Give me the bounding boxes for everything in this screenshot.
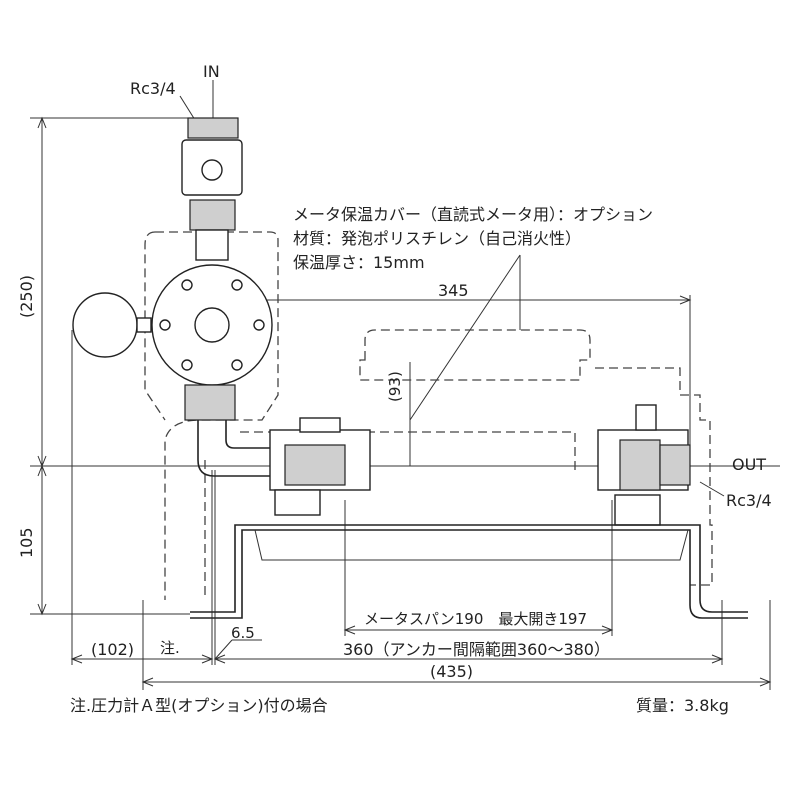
base-plate	[190, 524, 748, 619]
left-connector	[269, 417, 371, 516]
outlet-thread-label: Rc3/4	[726, 491, 772, 510]
inlet-label: IN	[203, 62, 220, 81]
mass-label: 質量：3.8kg	[636, 696, 729, 715]
cover-note-line1: メータ保温カバー（直読式メータ用）：オプション	[293, 205, 653, 224]
dim-anchor-360: 360（アンカー間隔範囲360〜380）	[343, 640, 610, 659]
cover-note-line2: 材質：発泡ポリスチレン（自己消火性）	[293, 229, 581, 248]
inlet-valve-assembly	[72, 117, 273, 477]
dim-345: 345	[438, 281, 469, 300]
footnote: 注.圧力計Ａ型(オプション)付の場合	[70, 696, 328, 715]
dim-meter-span: メータスパン190 最大開き197	[364, 610, 587, 628]
note-mark: 注.	[160, 639, 180, 657]
dim-250: (250)	[17, 275, 36, 318]
right-connector	[597, 404, 691, 526]
dim-102: (102)	[91, 640, 134, 659]
cover-note-line3: 保温厚さ：15mm	[293, 253, 425, 272]
inlet-thread-label: Rc3/4	[130, 79, 176, 98]
dim-6-5: 6.5	[231, 624, 255, 642]
dim-105: 105	[17, 527, 36, 558]
outlet-label: OUT	[732, 455, 766, 474]
dim-93: (93)	[386, 371, 404, 402]
dimension-lines	[30, 80, 780, 690]
dim-435: (435)	[430, 662, 473, 681]
insulation-cover-outline	[144, 231, 713, 600]
